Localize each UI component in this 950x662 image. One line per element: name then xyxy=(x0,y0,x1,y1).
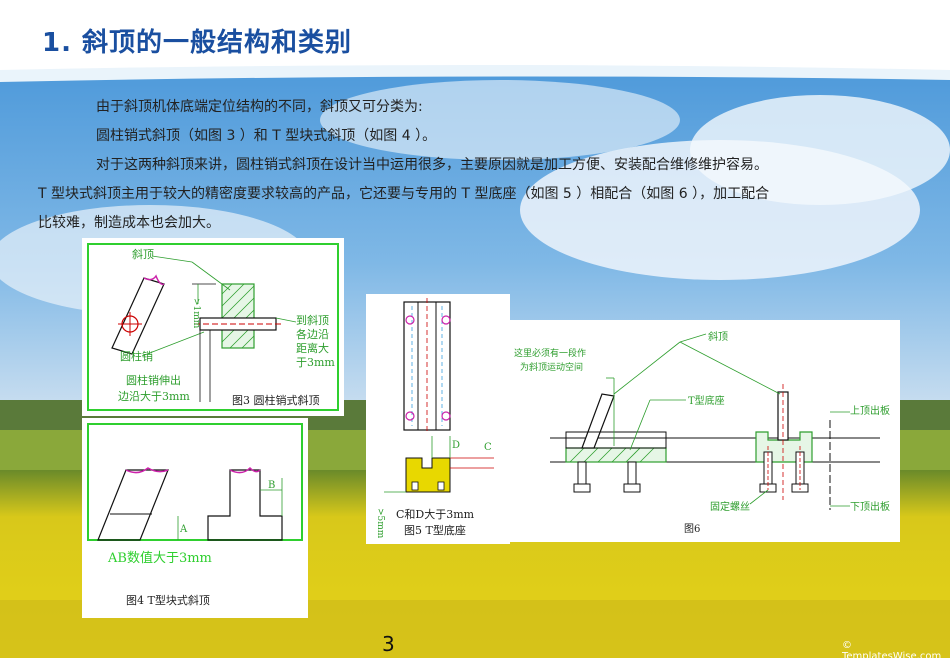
fig6-label-bottom: 下顶出板 xyxy=(850,500,890,513)
figure-4-panel: B A AB数值大于3mm 图4 T型块式斜顶 xyxy=(82,418,308,618)
fig4-caption: 图4 T型块式斜顶 xyxy=(126,593,210,607)
slanted-body-a xyxy=(97,469,169,541)
fig6-caption: 图6 xyxy=(684,523,700,535)
page-number: 3 xyxy=(382,632,395,656)
fig6-label-xieding: 斜顶 xyxy=(708,330,728,343)
paragraph-2: 圆柱销式斜顶（如图 3 ）和 T 型块式斜顶（如图 4 ）。 xyxy=(96,128,437,144)
fig6-note2: 为斜顶运动空间 xyxy=(520,361,583,373)
fig3-label-pin: 圆柱销 xyxy=(120,349,153,363)
fig3-label-right3: 距离大 xyxy=(296,341,329,355)
paragraph-3c: 比较难，制造成本也会加大。 xyxy=(38,215,220,231)
fig4-label-a: A xyxy=(179,524,188,535)
fig6-label-screw: 固定螺丝 xyxy=(710,500,750,513)
fig3-dim-label: >1mm xyxy=(191,298,201,329)
fig3-label-xieding: 斜顶 xyxy=(132,248,154,261)
fig5-dim-label: >5mm xyxy=(375,508,385,539)
paragraph-3a: 对于这两种斜顶来讲，圆柱销式斜顶在设计当中运用很多，主要原因就是加工方便、安装配… xyxy=(96,157,768,173)
figure-3-panel: >1mm 斜顶 圆柱销 到斜顶 各边沿 距离大 于3mm 圆柱销伸出 边沿大于3… xyxy=(82,238,344,416)
fig5-caption: 图5 T型底座 xyxy=(404,523,466,537)
fig3-label-right1: 到斜顶 xyxy=(296,314,329,327)
slanted-ejector-body xyxy=(111,277,165,355)
fig6-label-top: 上顶出板 xyxy=(850,404,890,417)
figure-5-panel: D C >5mm C和D大于3mm 图5 T型底座 xyxy=(366,294,510,544)
paragraph-3b: T 型块式斜顶主用于较大的精密度要求较高的产品，它还要与专用的 T 型底座（如图… xyxy=(38,186,770,202)
fig3-label-bottom1: 圆柱销伸出 xyxy=(126,373,181,387)
fig6-slanted-ejector xyxy=(581,393,615,449)
fig3-caption: 图3 圆柱销式斜顶 xyxy=(232,393,320,407)
fig3-label-right2: 各边沿 xyxy=(296,327,329,341)
fig5-label-d: D xyxy=(452,440,460,451)
fig3-label-right4: 于3mm xyxy=(296,356,335,369)
fig5-note: C和D大于3mm xyxy=(396,507,475,521)
template-credit: © TemplatesWise.com xyxy=(842,640,942,662)
fig4-label-b: B xyxy=(268,480,275,491)
figure-6-panel: 斜顶 这里必须有一段作 为斜顶运动空间 T型底座 上顶出板 下顶出板 固定螺丝 … xyxy=(510,320,900,542)
fig4-note: AB数值大于3mm xyxy=(107,550,212,566)
fig3-label-bottom2: 边沿大于3mm xyxy=(118,389,190,403)
page-title: 1. 斜顶的一般结构和类别 xyxy=(42,28,353,58)
fig6-note1: 这里必须有一段作 xyxy=(514,347,586,359)
paragraph-1: 由于斜顶机体底端定位结构的不同，斜顶又可分类为: xyxy=(96,99,423,115)
fig6-label-tbase: T型底座 xyxy=(688,394,725,407)
fig5-label-c: C xyxy=(484,442,492,453)
